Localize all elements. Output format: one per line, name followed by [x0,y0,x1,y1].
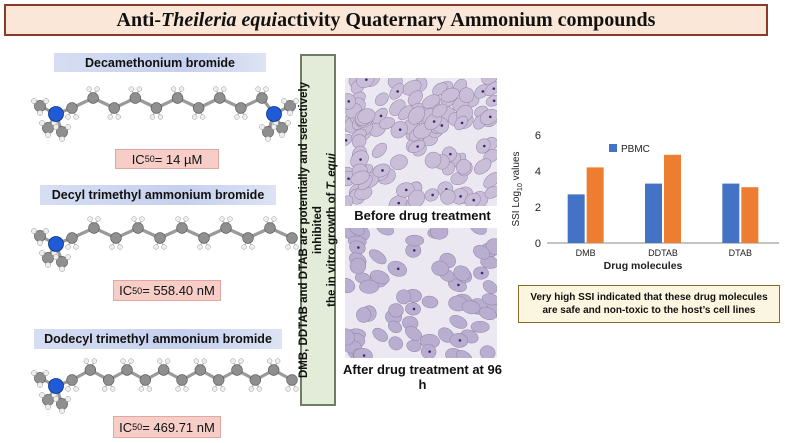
micrograph-before-treatment [345,78,497,206]
molecule-decamethonium [31,86,299,142]
compound-name-decyl-trimethyl: Decyl trimethyl ammonium bromide [40,185,276,205]
inhibition-note-box [300,54,336,406]
after-treatment-label: After drug treatment at 96 h [343,362,502,392]
y-tick-label: 6 [535,130,541,142]
y-axis-title: SSI Log10 values [511,151,524,226]
y-tick-label: 4 [535,166,541,178]
ssi-note: Very high SSI indicated that these drug … [518,285,780,323]
x-tick-label: DMB [576,248,596,258]
y-tick-label: 0 [535,238,541,250]
bar-ddtab-1 [664,154,681,243]
compound-name-decamethonium: Decamethonium bromide [54,53,266,72]
x-tick-label: DTAB [729,248,752,258]
micrograph-after-treatment [345,228,497,358]
y-tick-label: 2 [535,202,541,214]
x-axis-title: Drug molecules [604,260,683,272]
legend-swatch-pbmc [609,144,617,152]
molecule-decyl-trimethyl [31,216,299,272]
bar-dtab-0 [722,183,740,243]
bar-dtab-1 [741,187,759,243]
page-title: Anti-Theileria equi activity Quaternary … [4,4,768,36]
bar-ddtab-0 [645,183,662,243]
molecule-dodecyl-trimethyl [31,358,299,414]
bar-dmb-1 [586,167,604,243]
before-treatment-label: Before drug treatment [354,208,491,223]
compound-name-dodecyl-trimethyl: Dodecyl trimethyl ammonium bromide [34,329,282,349]
bar-dmb-0 [567,194,585,243]
legend-label-pbmc: PBMC [621,144,650,155]
inhibition-note: DMB, DDTAB and DTAB are potentially and … [298,81,338,379]
x-tick-label: DDTAB [648,248,678,258]
